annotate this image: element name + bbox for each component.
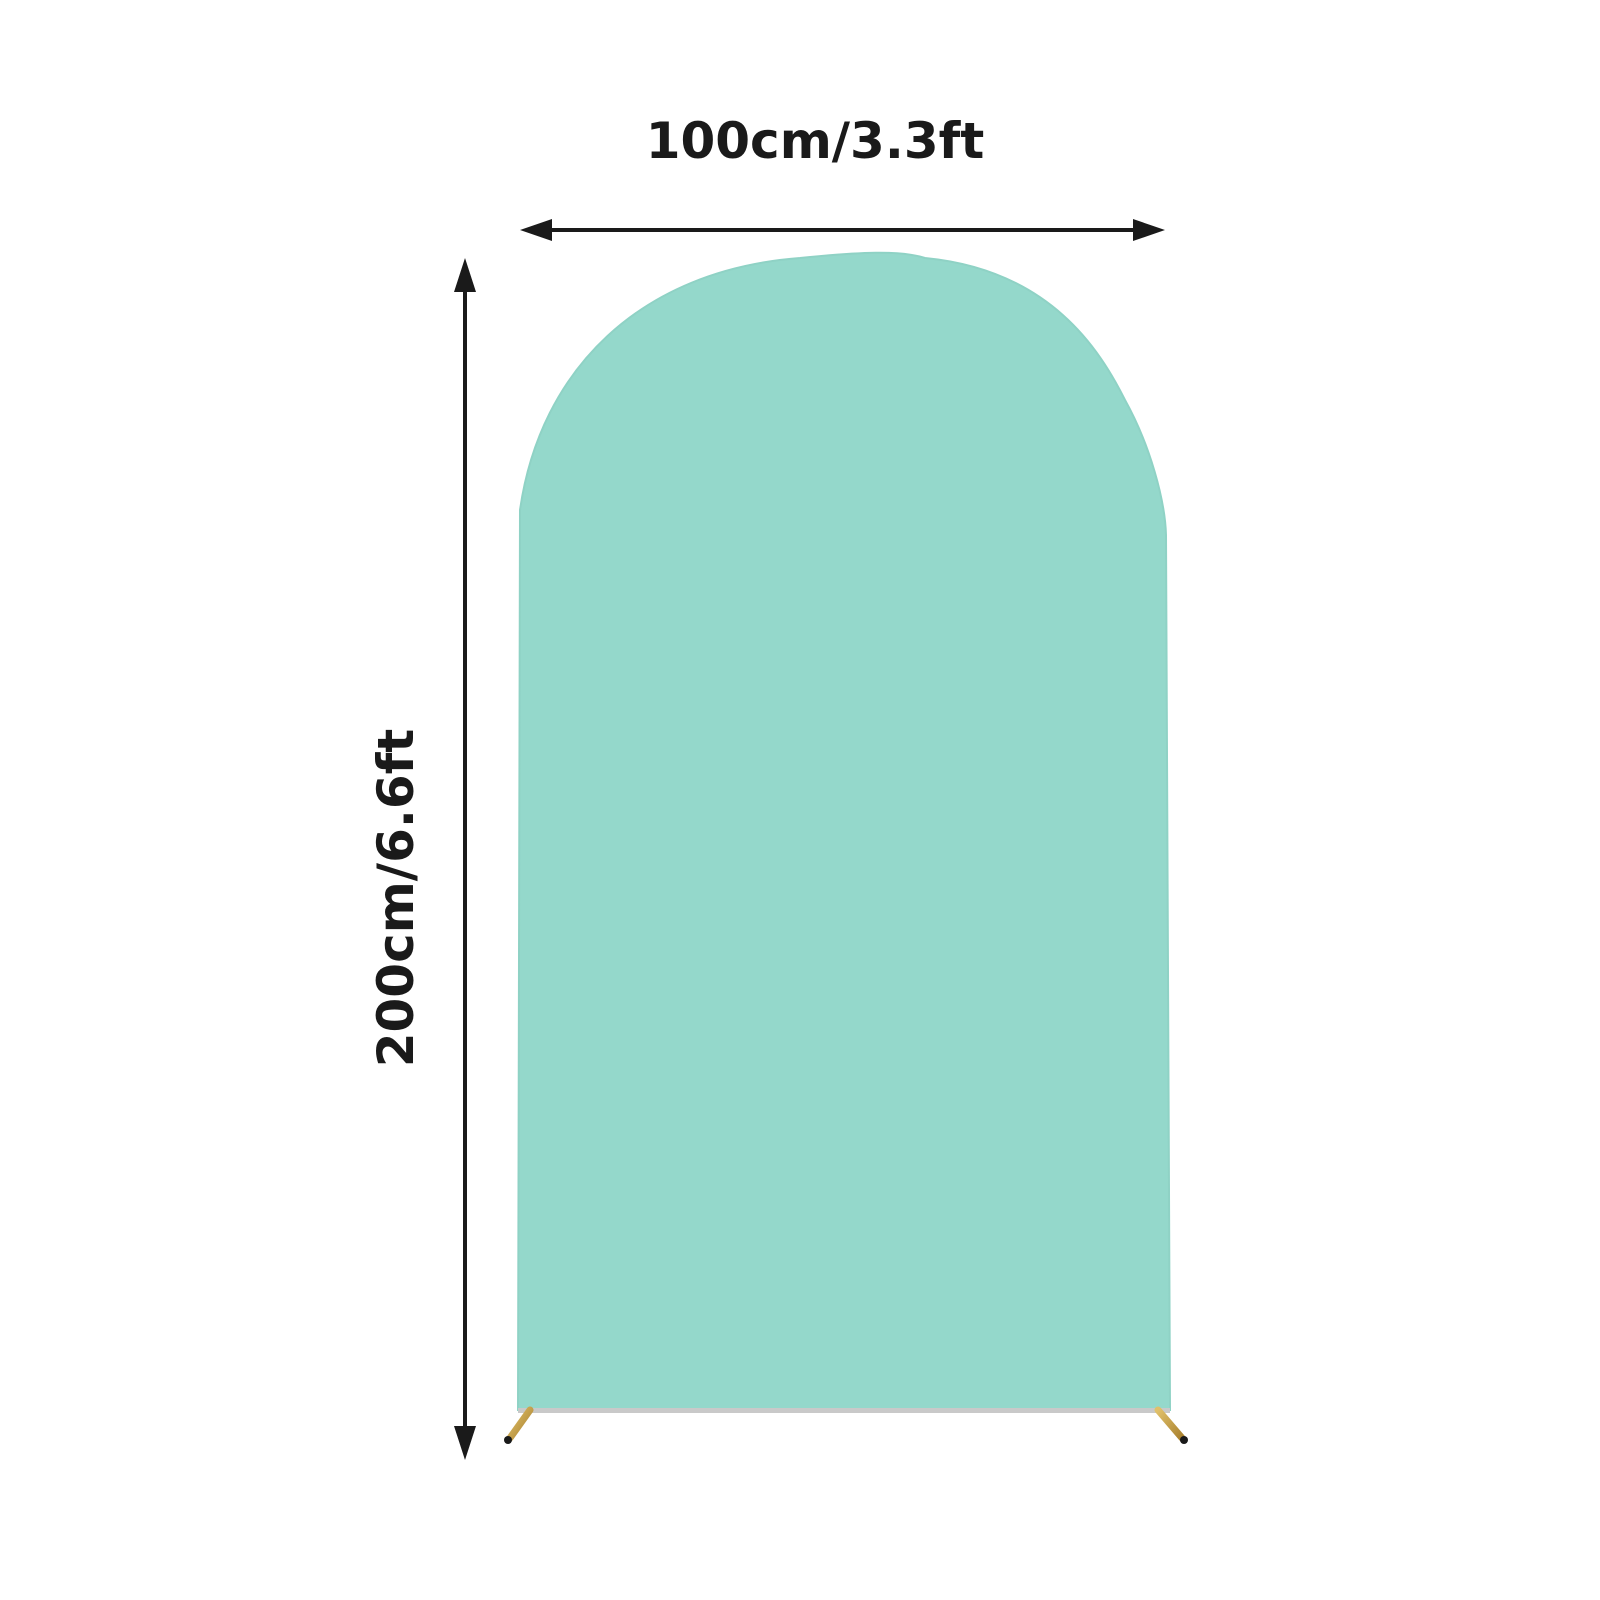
height-arrow-icon xyxy=(454,258,476,1460)
width-arrow-icon xyxy=(520,219,1165,241)
arch-panel xyxy=(516,251,1172,1411)
width-label: 100cm/3.3ft xyxy=(646,112,985,170)
height-label: 200cm/6.6ft xyxy=(367,729,425,1068)
stand-leg-right-icon xyxy=(1154,1406,1188,1444)
stand-leg-left-icon xyxy=(504,1406,534,1444)
frame-bottom-bar xyxy=(518,1408,1170,1413)
